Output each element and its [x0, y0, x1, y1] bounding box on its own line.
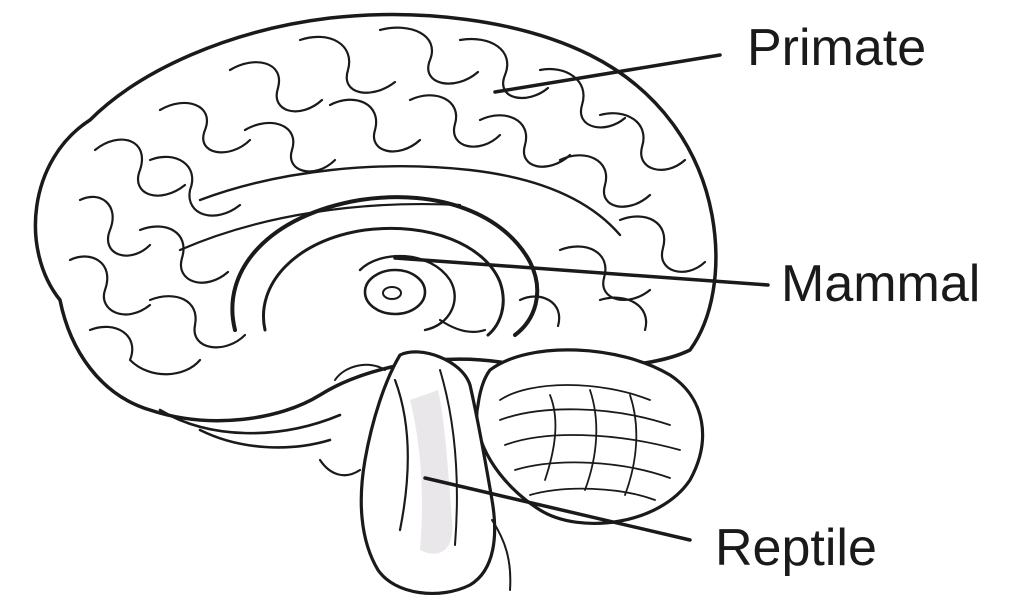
label-mammal: Mammal — [781, 258, 980, 310]
thalamus — [365, 270, 425, 314]
label-primate: Primate — [747, 22, 926, 74]
label-reptile: Reptile — [715, 522, 877, 574]
